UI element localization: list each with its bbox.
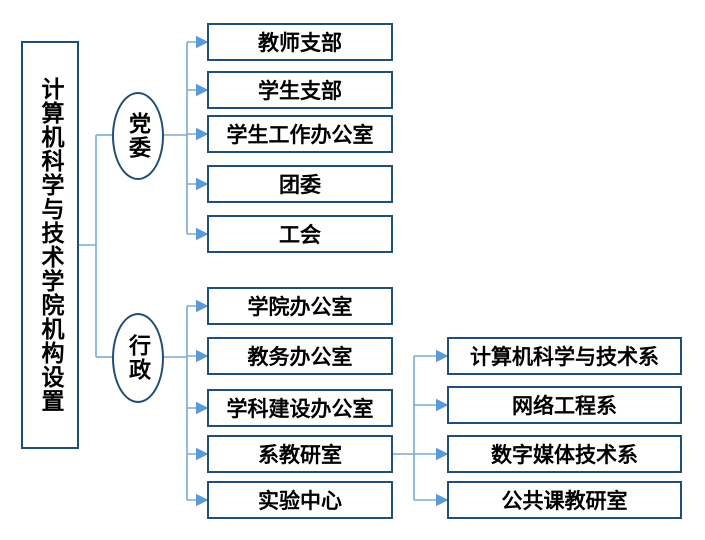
dept-digital-media: 数字媒体技术系 (447, 435, 682, 473)
admin-label: 行政 (125, 334, 151, 382)
dept-network-engineering: 网络工程系 (447, 386, 682, 424)
root-node: 计算机科学与技术学院机构设置 (21, 41, 79, 449)
root-label: 计算机科学与技术学院机构设置 (37, 77, 64, 413)
admin-node: 行政 (112, 313, 164, 403)
party-label: 党委 (125, 112, 151, 160)
party-unit-youth-league: 团委 (207, 165, 393, 203)
admin-unit-college-office: 学院办公室 (207, 287, 393, 325)
dept-computer-science: 计算机科学与技术系 (447, 337, 682, 375)
admin-unit-lab-center: 实验中心 (207, 481, 393, 519)
party-unit-student-branch: 学生支部 (207, 71, 393, 109)
party-unit-student-affairs: 学生工作办公室 (207, 115, 393, 153)
admin-unit-academic-office: 教务办公室 (207, 337, 393, 375)
party-unit-teacher-branch: 教师支部 (207, 23, 393, 61)
admin-unit-teaching-research: 系教研室 (207, 435, 393, 473)
dept-public-courses: 公共课教研室 (447, 481, 682, 519)
admin-unit-discipline-office: 学科建设办公室 (207, 389, 393, 427)
party-unit-union: 工会 (207, 215, 393, 253)
party-node: 党委 (112, 92, 164, 180)
